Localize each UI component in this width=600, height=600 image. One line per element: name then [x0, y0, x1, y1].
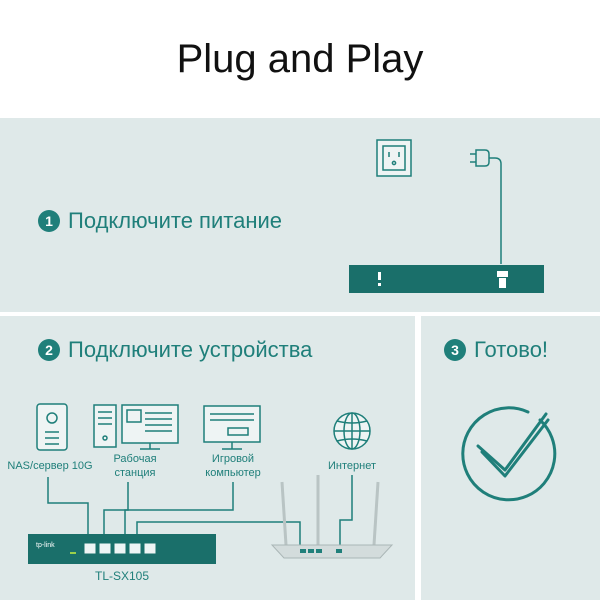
power-outlet-icon	[376, 139, 412, 177]
nas-icon	[36, 403, 68, 451]
monitor-icon	[203, 405, 261, 450]
step-3: 3 Готово!	[444, 337, 548, 363]
gaming-pc-label: Игровой компьютер	[205, 453, 261, 479]
cables	[47, 475, 353, 545]
internet-label: Интернет	[328, 460, 376, 472]
switch-power-side	[349, 265, 544, 293]
power-plug-icon	[470, 149, 502, 264]
step-1-label: Подключите питание	[68, 208, 282, 233]
workstation-label: Рабочая станция	[113, 453, 157, 479]
page-title: Plug and Play	[176, 36, 424, 81]
nas-label: NAS/сервер 10G	[7, 460, 93, 472]
step-2-number: 2	[38, 339, 60, 361]
step-1-number: 1	[38, 210, 60, 232]
workstation-icon	[93, 404, 179, 450]
step-2-label: Подключите устройства	[68, 337, 313, 362]
globe-icon	[333, 412, 371, 450]
done-panel	[421, 316, 600, 600]
switch-model-label: TL-SX105	[94, 569, 150, 583]
step-2: 2 Подключите устройства	[38, 337, 312, 363]
router-body	[270, 544, 394, 559]
router-icon	[280, 475, 380, 546]
step-3-label: Готово!	[474, 337, 549, 362]
step-1: 1 Подключите питание	[38, 208, 282, 234]
switch-device	[28, 534, 216, 564]
step-3-number: 3	[444, 339, 466, 361]
checkmark-icon	[461, 406, 557, 502]
switch-brand-label: tp-link	[36, 542, 55, 549]
